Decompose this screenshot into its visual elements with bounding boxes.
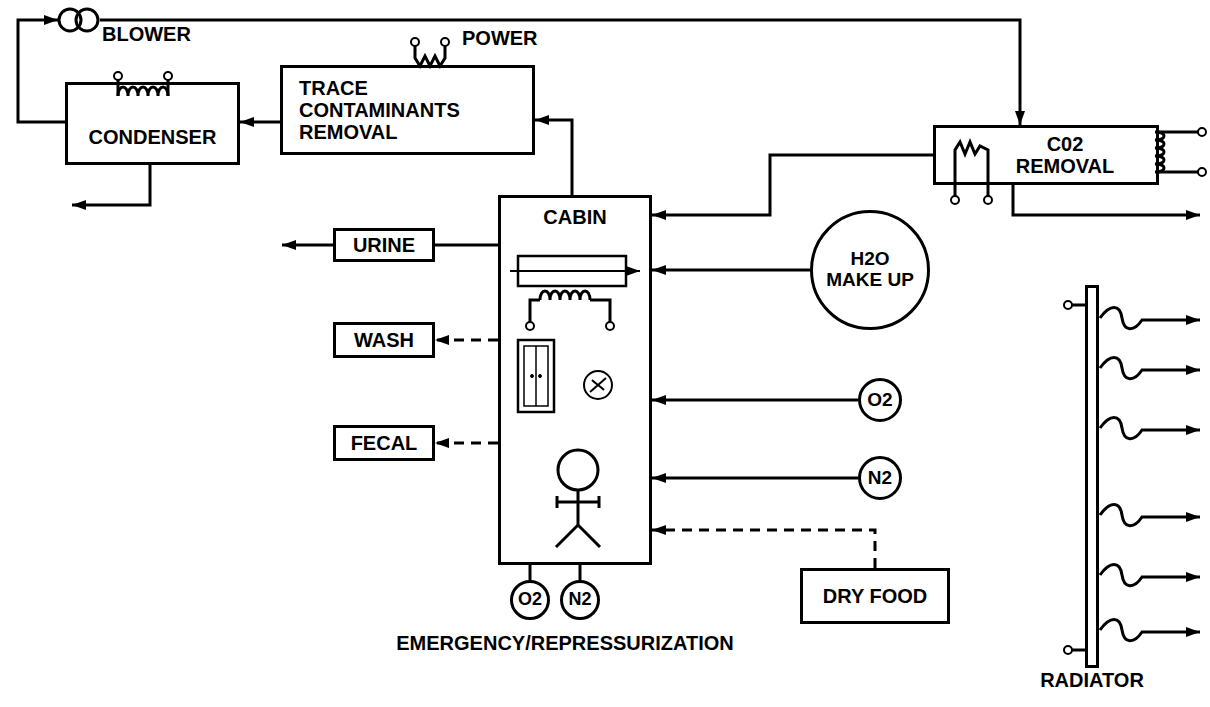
circle-outline (812, 212, 929, 329)
node-label: N2 (868, 468, 892, 489)
cabin-box: CABIN (498, 195, 652, 565)
locker (518, 340, 554, 412)
node-label: DRY FOOD (823, 585, 927, 607)
terminal-dot (164, 72, 172, 80)
circle-outline (860, 380, 901, 421)
heat-ray (1100, 505, 1200, 526)
process-box: C02 REMOVAL (933, 125, 1159, 185)
heat-ray (1100, 565, 1200, 586)
supply-box: DRY FOOD (800, 568, 950, 624)
locker-knob (539, 375, 542, 378)
outflow-arrow (72, 165, 150, 205)
outflow-arrow (282, 244, 333, 247)
flow-connector (579, 565, 582, 580)
terminal-dot (441, 38, 449, 46)
caption-label: EMERGENCY/REPRESSURIZATION (396, 632, 733, 655)
condenser-box: CONDENSER (65, 82, 240, 165)
node-label: C02 REMOVAL (996, 133, 1134, 177)
crew-body (556, 490, 600, 547)
terminal-dot (1198, 168, 1206, 176)
heat-ray (1100, 620, 1200, 641)
flow-arrow (510, 270, 640, 272)
flow-connector (435, 339, 498, 342)
node-label: TRACE CONTAMINANTS REMOVAL (299, 77, 489, 143)
process-box: TRACE CONTAMINANTS REMOVAL (280, 65, 535, 155)
terminal-dot (606, 322, 614, 330)
node-label: CABIN (543, 206, 606, 228)
blower-rotor (76, 9, 98, 31)
terminal-dot (114, 72, 122, 80)
gas-tank: O2 (858, 378, 902, 422)
node-label: N2 (568, 590, 591, 610)
circle-outline (562, 582, 599, 619)
heater-symbol (415, 46, 445, 66)
fan-symbol (584, 371, 612, 399)
terminal-label: POWER (462, 27, 538, 50)
node-label: O2 (867, 390, 892, 411)
node-label: BLOWER (102, 23, 191, 45)
locker-knob (531, 375, 534, 378)
flow-connector (652, 530, 875, 568)
flow-connector (652, 155, 933, 215)
fan-blades (590, 378, 606, 392)
radiator-terminal (1072, 305, 1085, 650)
node-label: RADIATOR (1040, 669, 1144, 691)
heater-symbol (955, 142, 988, 196)
terminal-dot (1064, 646, 1072, 654)
radiator-panel: RADIATOR (1085, 285, 1099, 668)
cabin-coil (540, 291, 590, 300)
terminal-dot (1064, 301, 1072, 309)
node-label: URINE (353, 234, 415, 256)
node-label: CONDENSER (89, 126, 217, 148)
terminal-dot (1198, 128, 1206, 136)
flow-connector (435, 442, 498, 445)
terminal-dot (984, 196, 992, 204)
supply-tank: H2O MAKE UP (810, 210, 930, 330)
flow-connector (652, 399, 858, 402)
gas-tank: N2 (858, 456, 902, 500)
waste-box: URINE (333, 228, 435, 262)
crew-head (558, 450, 598, 490)
blower-symbol: BLOWER (58, 7, 100, 33)
flow-connector (535, 120, 572, 195)
flow-connector (435, 244, 498, 247)
locker-split (535, 346, 537, 406)
node-label: O2 (518, 590, 542, 610)
heat-ray (1100, 418, 1200, 439)
locker-inner (524, 346, 548, 406)
node-label: WASH (354, 329, 414, 351)
gas-tank: O2 (510, 580, 550, 620)
co2-coil-terminal (1157, 132, 1198, 172)
cabin-coil-terminal (530, 300, 610, 322)
flow-connector (652, 269, 810, 272)
waste-box: WASH (333, 322, 435, 358)
outflow-arrow (1013, 185, 1200, 215)
node-label: H2O MAKE UP (822, 249, 918, 291)
flow-connector (652, 477, 858, 480)
gas-tank: N2 (560, 580, 600, 620)
terminal-dot (951, 196, 959, 204)
blower-symbol (58, 7, 100, 33)
terminal-dot (411, 38, 419, 46)
waste-box: FECAL (333, 425, 435, 461)
heat-ray (1100, 308, 1200, 329)
flow-connector (529, 565, 532, 580)
node-label: FECAL (351, 432, 418, 454)
circle-outline (512, 582, 549, 619)
condenser-coil (118, 87, 168, 96)
heat-ray (1100, 358, 1200, 379)
terminal-dot (526, 322, 534, 330)
circle-outline (860, 458, 901, 499)
flow-connector (18, 20, 65, 122)
flow-connector (240, 121, 280, 124)
